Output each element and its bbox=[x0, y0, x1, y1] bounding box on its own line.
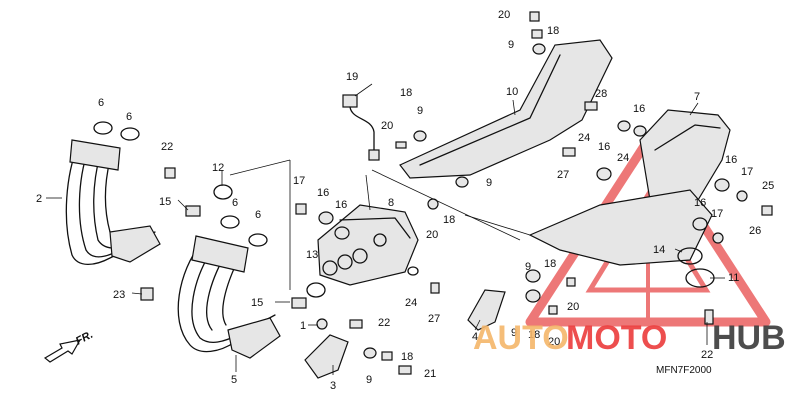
callout-24c: 24 bbox=[617, 152, 629, 164]
callout-17c: 17 bbox=[711, 208, 723, 220]
callout-15a: 15 bbox=[159, 196, 171, 208]
bracket-3 bbox=[304, 334, 349, 379]
callout-16a: 16 bbox=[317, 187, 329, 199]
heat-protector-upper bbox=[399, 39, 613, 179]
callout-18d: 18 bbox=[544, 258, 556, 270]
callout-12: 12 bbox=[212, 162, 224, 174]
callout-18f: 18 bbox=[401, 351, 413, 363]
callout-28: 28 bbox=[595, 88, 607, 100]
callout-14: 14 bbox=[653, 244, 665, 256]
callout-16d: 16 bbox=[598, 141, 610, 153]
callout-13: 13 bbox=[306, 249, 318, 261]
callout-16b: 16 bbox=[335, 199, 347, 211]
watermark-text-auto: AUTO bbox=[473, 319, 569, 357]
callout-11: 11 bbox=[728, 272, 739, 284]
callout-25: 25 bbox=[762, 180, 774, 192]
callout-16f: 16 bbox=[694, 197, 706, 209]
callout-27a: 27 bbox=[428, 313, 440, 325]
leader-lines bbox=[46, 83, 725, 375]
hardware-fasteners bbox=[140, 11, 773, 375]
callout-1: 1 bbox=[300, 320, 306, 332]
callout-22b: 22 bbox=[378, 317, 390, 329]
callout-20c: 20 bbox=[426, 229, 438, 241]
callout-6d: 6 bbox=[255, 209, 261, 221]
callout-26: 26 bbox=[749, 225, 761, 237]
callout-6a: 6 bbox=[98, 97, 104, 109]
front-direction-arrow: FR. bbox=[43, 329, 95, 363]
exhaust-header-upper bbox=[65, 139, 161, 266]
callout-18e: 18 bbox=[528, 329, 540, 341]
callout-16c: 16 bbox=[633, 103, 645, 115]
callout-9c: 9 bbox=[486, 177, 492, 189]
callout-7: 7 bbox=[694, 91, 700, 103]
callout-16e: 16 bbox=[725, 154, 737, 166]
callout-24a: 24 bbox=[405, 297, 417, 309]
exhaust-header-lower bbox=[177, 235, 281, 359]
callout-9a: 9 bbox=[508, 39, 514, 51]
callout-6c: 6 bbox=[232, 197, 238, 209]
callout-23: 23 bbox=[113, 289, 125, 301]
callout-18c: 18 bbox=[443, 214, 455, 226]
gasket-set bbox=[93, 121, 268, 247]
callout-6b: 6 bbox=[126, 111, 132, 123]
callout-labels: 1 2 3 4 5 6 6 6 6 7 8 9 9 9 9 9 9 10 11 … bbox=[36, 9, 774, 392]
callout-19: 19 bbox=[346, 71, 358, 83]
bracket-4 bbox=[467, 289, 506, 331]
callout-2: 2 bbox=[36, 193, 42, 205]
callout-8: 8 bbox=[388, 197, 394, 209]
callout-5: 5 bbox=[231, 374, 237, 386]
callout-20d: 20 bbox=[567, 301, 579, 313]
callout-9e: 9 bbox=[511, 327, 517, 339]
o2-sensor bbox=[342, 94, 380, 161]
callout-21: 21 bbox=[424, 368, 436, 380]
callout-9b: 9 bbox=[417, 105, 423, 117]
callout-17b: 17 bbox=[741, 166, 753, 178]
diagram-code: MFN7F2000 bbox=[656, 365, 712, 376]
callout-17a: 17 bbox=[293, 175, 305, 187]
callout-4: 4 bbox=[472, 331, 478, 343]
watermark-logo: AUTO MOTO HUB bbox=[473, 319, 786, 357]
callout-22a: 22 bbox=[161, 141, 173, 153]
callout-22c: 22 bbox=[701, 349, 713, 361]
callout-18a: 18 bbox=[547, 25, 559, 37]
callout-3: 3 bbox=[330, 380, 336, 392]
callout-24b: 24 bbox=[578, 132, 590, 144]
callout-20a: 20 bbox=[498, 9, 510, 21]
chamber-body bbox=[317, 204, 419, 286]
front-label: FR. bbox=[74, 329, 95, 348]
callout-15b: 15 bbox=[251, 297, 263, 309]
callout-20b: 20 bbox=[381, 120, 393, 132]
callout-18b: 18 bbox=[400, 87, 412, 99]
callout-20e: 20 bbox=[548, 336, 560, 348]
heat-shield-lower bbox=[528, 189, 713, 266]
watermark-text-hub: HUB bbox=[712, 319, 786, 357]
callout-9d: 9 bbox=[525, 261, 531, 273]
callout-10: 10 bbox=[506, 86, 518, 98]
callout-27b: 27 bbox=[557, 169, 569, 181]
watermark-text-moto: MOTO bbox=[566, 319, 667, 357]
callout-9f: 9 bbox=[366, 374, 372, 386]
